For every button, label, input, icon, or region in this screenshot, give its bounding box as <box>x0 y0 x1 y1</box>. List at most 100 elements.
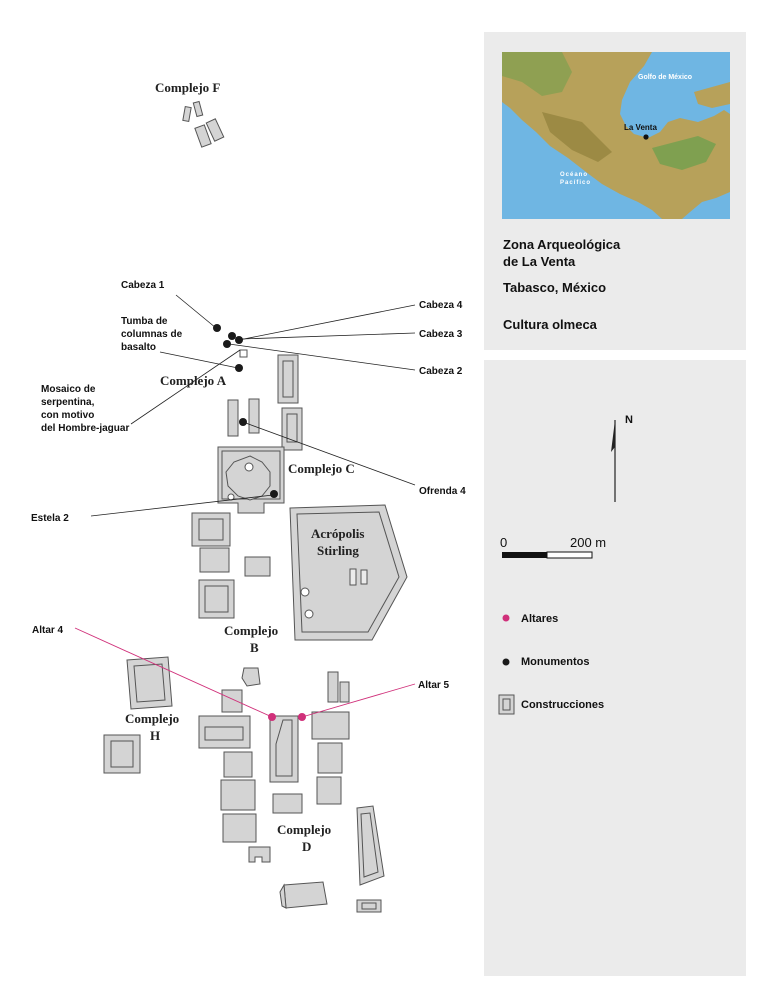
monument-cabeza3 <box>235 336 243 344</box>
scale-bar-white <box>546 551 593 559</box>
legend-monument-dot <box>502 658 510 666</box>
building-h1-inner <box>133 663 166 703</box>
label-estela2: Estela 2 <box>31 513 69 524</box>
label-tumba-2: columnas de <box>121 329 183 340</box>
building-d10 <box>272 793 303 814</box>
label-tumba-1: Tumba de <box>121 316 168 327</box>
scale-end-label: 200 m <box>570 535 606 550</box>
leader-ofrenda4 <box>242 421 416 486</box>
building-d3 <box>339 681 350 703</box>
building-d13 <box>248 846 271 863</box>
complex-f-structures <box>182 100 225 148</box>
monument-cabeza2 <box>223 340 231 348</box>
building-d5-inner <box>275 719 293 777</box>
complex-b-structures <box>191 512 271 687</box>
leader-lines <box>90 294 416 517</box>
label-complejo-d-1: Complejo <box>277 822 331 837</box>
legend-construcciones-label: Construcciones <box>521 699 605 711</box>
building-b3 <box>244 556 271 577</box>
scale-bar: 0 200 m <box>500 535 606 559</box>
complex-h-structures <box>103 656 173 774</box>
building-a-southeast-inner <box>286 413 298 443</box>
monument-tumba <box>235 364 243 372</box>
monument-ofrenda4 <box>239 418 247 426</box>
monument-estela2 <box>270 490 278 498</box>
building-f1 <box>182 106 192 122</box>
acropolis-stirling <box>289 504 408 641</box>
label-mosaico-4: del Hombre-jaguar <box>41 423 129 434</box>
scale-start-label: 0 <box>500 535 507 550</box>
site-title: Zona Arqueológica de La Venta <box>503 236 620 270</box>
altar-markers <box>268 713 306 721</box>
leader-altar4 <box>74 627 273 718</box>
building-d6 <box>311 711 350 740</box>
label-complejo-b-2: B <box>250 640 259 655</box>
monument-markers <box>213 324 278 498</box>
label-cabeza4: Cabeza 4 <box>419 300 463 311</box>
building-d1 <box>221 689 243 713</box>
building-b1-inner <box>198 518 224 541</box>
complex-a-structures <box>227 349 303 451</box>
building-d9 <box>220 779 256 811</box>
label-altar5: Altar 5 <box>418 680 450 691</box>
cuba-island <box>694 82 730 108</box>
north-arrow-head <box>611 420 615 452</box>
building-d5 <box>269 715 299 783</box>
acropolis-inner <box>296 511 400 633</box>
building-f3 <box>194 124 212 148</box>
building-d15-side <box>279 883 287 909</box>
building-d16-inner <box>361 902 377 910</box>
leader-cabeza3 <box>240 332 416 340</box>
yucatan-lowlands <box>652 136 716 170</box>
label-cabeza1: Cabeza 1 <box>121 280 165 291</box>
building-a-east <box>277 354 299 404</box>
building-f4 <box>205 118 225 142</box>
legend-altares-label: Altares <box>521 613 559 625</box>
acropolis-structure-1 <box>349 568 357 586</box>
altar-4-marker <box>268 713 276 721</box>
label-cabeza3: Cabeza 3 <box>419 329 463 340</box>
label-mosaico-3: con motivo <box>41 410 94 421</box>
inset-map-graphic: Golfo de México La Venta Océano Pacífico <box>502 52 730 219</box>
altar-5-marker <box>298 713 306 721</box>
location-inset-map: Golfo de México La Venta Océano Pacífico <box>502 52 730 219</box>
legend-building-inner <box>502 698 511 711</box>
monument-cabeza4 <box>228 332 236 340</box>
title-line-2: de La Venta <box>503 254 576 269</box>
leader-cabeza1 <box>175 294 217 329</box>
highlands-north <box>502 52 572 96</box>
label-mosaico-1: Mosaico de <box>41 384 96 395</box>
label-complejo-d-2: D <box>302 839 311 854</box>
building-d11 <box>316 776 342 805</box>
ocean-label-2: Pacífico <box>560 180 591 186</box>
title-line-1: Zona Arqueológica <box>503 237 621 252</box>
building-h1 <box>126 656 173 710</box>
building-a-mid <box>248 398 260 434</box>
building-d16 <box>356 899 382 913</box>
leader-cabeza4 <box>238 304 416 341</box>
building-b4-inner <box>204 585 229 613</box>
label-complejo-b-1: Complejo <box>224 623 278 638</box>
leader-estela2 <box>90 494 274 517</box>
building-d7 <box>223 751 253 778</box>
altar-leader-lines <box>74 627 416 718</box>
building-d4-inner <box>204 726 244 741</box>
building-d12 <box>222 813 257 843</box>
site-culture: Cultura olmeca <box>503 317 597 332</box>
acropolis-structure-2 <box>360 569 368 585</box>
building-d4 <box>198 715 251 749</box>
gulf-label: Golfo de México <box>638 74 692 81</box>
label-ofrenda4: Ofrenda 4 <box>419 486 466 497</box>
scale-bar-black <box>502 552 547 558</box>
building-d15 <box>283 881 328 909</box>
pyramid-c-inner <box>221 450 281 500</box>
label-cabeza2: Cabeza 2 <box>419 366 463 377</box>
monument-cabeza1 <box>213 324 221 332</box>
leader-mosaico <box>130 349 241 425</box>
label-tumba-3: basalto <box>121 342 156 353</box>
site-location: Tabasco, México <box>503 280 607 295</box>
label-mosaico-2: serpentina, <box>41 397 95 408</box>
leader-cabeza2 <box>228 343 416 371</box>
building-a-west <box>227 399 239 437</box>
